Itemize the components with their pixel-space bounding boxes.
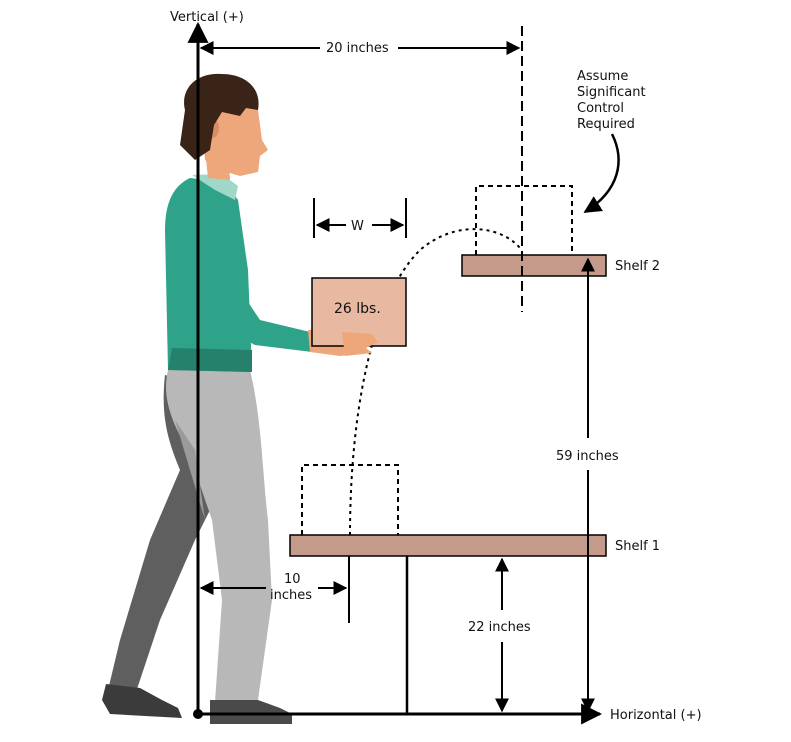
dim-10-inches-unit: inches (270, 588, 312, 603)
dimensions: 20 inches W 10 inches 22 inches 59 inche… (199, 41, 619, 713)
note-line-3: Control (577, 101, 624, 116)
shelf-1-label: Shelf 1 (615, 539, 660, 554)
shelf-1 (289, 534, 607, 557)
axes: Vertical (+) Horizontal (+) (170, 10, 702, 725)
shelf-2-label: Shelf 2 (615, 259, 660, 274)
control-note: Assume Significant Control Required (577, 69, 646, 214)
ghost-positions (301, 26, 573, 536)
shelf-2 (461, 254, 607, 277)
origin-point (193, 709, 203, 719)
note-line-4: Required (577, 117, 635, 132)
front-shoe (210, 700, 292, 724)
back-shoe (102, 684, 182, 718)
ghost-box-shelf-2 (475, 185, 573, 255)
dim-22-inches: 22 inches (468, 620, 531, 635)
box-weight-label: 26 lbs. (334, 301, 381, 317)
hair (180, 73, 259, 160)
dim-10-inches-value: 10 (284, 572, 301, 587)
collar (192, 174, 238, 200)
shelves: Shelf 2 Shelf 1 (289, 254, 660, 714)
worker-figure (102, 73, 376, 724)
arm (195, 190, 312, 352)
lift-trajectory (349, 228, 521, 536)
horizontal-axis-label: Horizontal (+) (610, 708, 702, 723)
note-line-1: Assume (577, 69, 628, 84)
vertical-axis-label: Vertical (+) (170, 10, 244, 25)
note-arrow (583, 133, 620, 214)
dim-width-w: W (351, 219, 364, 234)
dim-20-inches: 20 inches (326, 41, 389, 56)
ghost-box-shelf-1 (301, 464, 399, 535)
note-line-2: Significant (577, 85, 646, 100)
dim-59-inches: 59 inches (556, 449, 619, 464)
